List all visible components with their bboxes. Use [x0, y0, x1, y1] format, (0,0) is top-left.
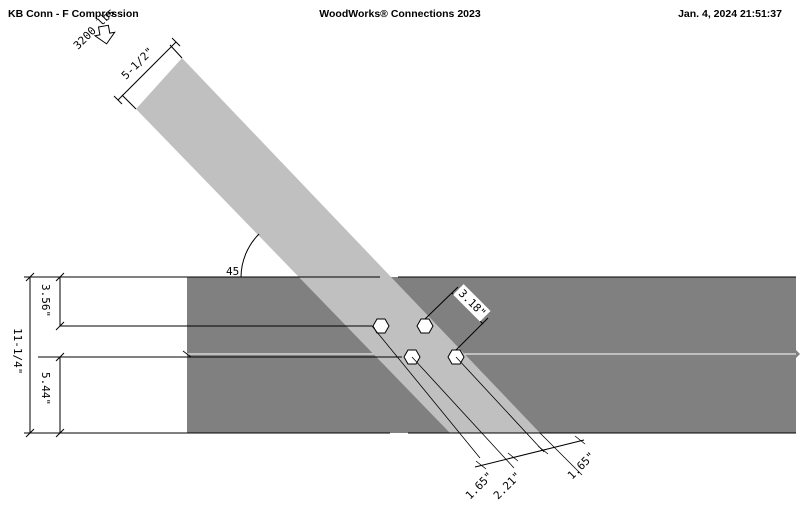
- dim-tick: [171, 37, 181, 47]
- spacing-ext-line: [424, 286, 459, 320]
- bottom-edge-label: 5.44": [39, 372, 52, 405]
- depth-label: 11-1/4": [11, 328, 24, 374]
- angle-arc: [240, 233, 260, 278]
- dim-tick: [507, 452, 519, 462]
- width-ext-line: [121, 94, 137, 110]
- bottom-dim-label-3: 1.65": [565, 450, 598, 483]
- angle-label: 45: [226, 265, 239, 278]
- dim-tick: [537, 445, 549, 455]
- width-ext-line: [169, 44, 183, 59]
- load-label: 3200 lbs: [71, 5, 118, 52]
- load-arrow-icon: [93, 24, 116, 45]
- timestamp: Jan. 4, 2024 21:51:37: [678, 8, 782, 20]
- bottom-dim-chain-line: [474, 439, 585, 468]
- top-edge-label: 3.56": [39, 284, 52, 317]
- dim-tick: [55, 272, 65, 282]
- bottom-ext-line: [455, 356, 545, 453]
- bolt: [416, 318, 434, 334]
- diagonal-width-label: 5-1/2": [119, 45, 156, 82]
- spacing-label-box: [453, 284, 491, 322]
- dim-tick: [25, 428, 35, 438]
- width-dim-line: [117, 41, 177, 101]
- dim-tick: [113, 95, 123, 105]
- dim-tick: [475, 460, 487, 470]
- bottom-ext-line: [539, 432, 583, 476]
- bolt: [372, 318, 390, 334]
- dim-tick: [25, 272, 35, 282]
- bottom-dim-label-2: 2.21": [491, 470, 524, 503]
- dim-tick: [574, 435, 586, 445]
- bottom-ext-line: [411, 356, 515, 469]
- break-line: [182, 350, 192, 358]
- drawing-title: KB Conn - F Compression: [8, 8, 139, 20]
- bottom-ext-line: [371, 325, 481, 459]
- bottom-dim-label-1: 1.65": [463, 470, 496, 503]
- dim-tick: [55, 428, 65, 438]
- diagonal-member: [136, 58, 540, 433]
- software-title: WoodWorks® Connections 2023: [319, 8, 481, 20]
